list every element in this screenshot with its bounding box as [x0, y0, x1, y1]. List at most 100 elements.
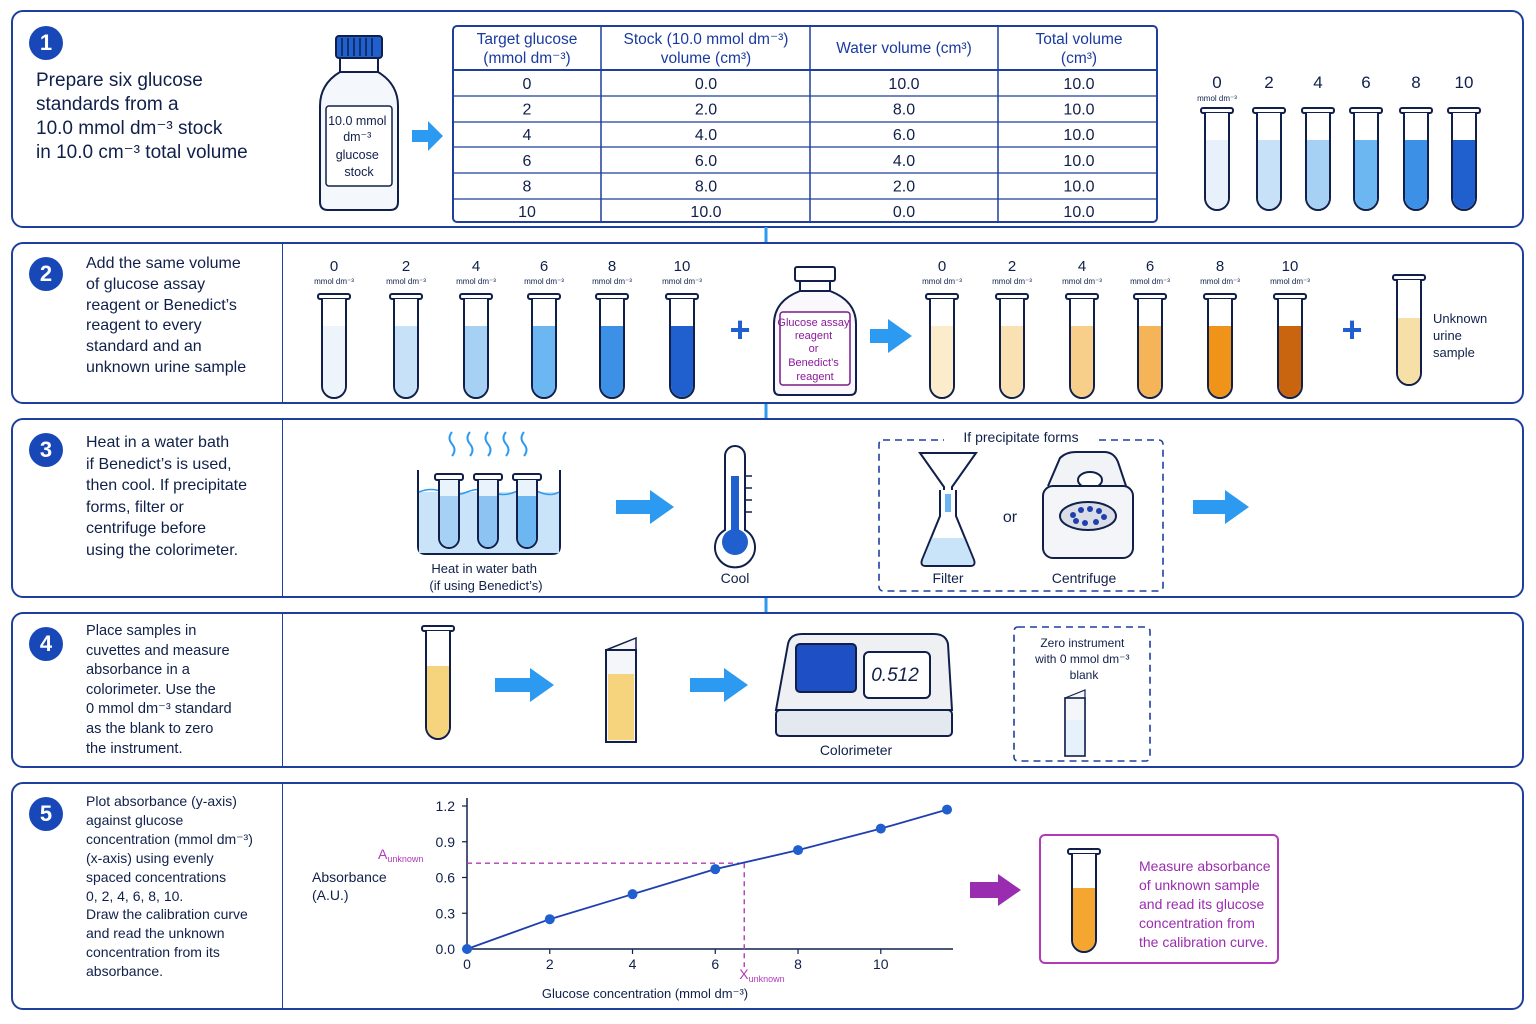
reacted-tube: [1273, 293, 1307, 399]
tube-concentration-label: 6: [540, 258, 548, 275]
centrifuge-icon: [1042, 451, 1134, 559]
table-cell: 8.0: [893, 102, 915, 119]
x-axis-label: Glucose concentration (mmol dm⁻³): [542, 986, 748, 1001]
tube-concentration-label: 8: [1216, 258, 1224, 275]
tube-concentration-label: 8: [1411, 73, 1420, 92]
plus-icon: +: [1341, 309, 1362, 350]
standard-tube: [1349, 107, 1383, 211]
standard-tube: [1399, 107, 1433, 211]
standard-tube: [389, 293, 423, 399]
x-tick-label: 10: [873, 956, 889, 972]
table-cell: 10.0: [1063, 178, 1094, 195]
table-cell: 6.0: [893, 127, 915, 144]
standard-tube: [317, 293, 351, 399]
svg-text:Zero instrument with 0 mmo: Zero instrument with 0 mmol dm⁻³ blank: [1034, 636, 1133, 682]
standard-tube: [665, 293, 699, 399]
data-point: [942, 804, 952, 815]
step-2-number: 2: [29, 257, 63, 291]
step-3-number: 3: [29, 433, 63, 467]
tube-unit-label: mmol dm⁻³: [524, 277, 564, 286]
data-point: [793, 845, 804, 856]
table-cell: 4.0: [695, 127, 717, 144]
step-1-text: Prepare six glucose standards from a 10.…: [36, 70, 248, 163]
tube-concentration-label: 6: [1146, 258, 1154, 275]
cuvette-icon: [605, 636, 637, 744]
cool-caption: Cool: [721, 570, 750, 586]
panel-divider: [282, 614, 283, 766]
step-4-number: 4: [29, 627, 63, 661]
tube-unit-label: mmol dm⁻³: [992, 277, 1032, 286]
data-point: [627, 889, 638, 900]
table-cell: 2.0: [893, 178, 915, 195]
tube-concentration-label: 0: [1212, 73, 1221, 92]
unknown-result-tube: [1067, 848, 1101, 953]
svg-text:10.0 mmol dm⁻³ glucose: 10.0 mmol dm⁻³ glucose stock: [328, 114, 390, 179]
tube-concentration-label: 4: [1078, 258, 1086, 275]
data-point: [544, 914, 555, 925]
unknown-label-line: urine: [1433, 328, 1462, 343]
dilution-table: Target glucose(mmol dm⁻³) Stock (10.0 mm…: [452, 25, 1158, 223]
tube-unit-label: mmol dm⁻³: [1130, 277, 1170, 286]
tube-concentration-label: 10: [674, 258, 691, 275]
step-5-number: 5: [29, 797, 63, 831]
tube-concentration-label: 4: [1313, 73, 1322, 92]
table-header-water: Water volume (cm³): [836, 40, 972, 57]
zero-caption-line: blank: [1070, 668, 1100, 682]
sample-tube: [421, 625, 455, 740]
tube-concentration-label: 8: [608, 258, 616, 275]
bath-caption-line: (if using Benedict’s): [429, 578, 542, 593]
panel-divider: [282, 420, 283, 596]
reacted-tube: [1065, 293, 1099, 399]
step-5-text: Plot absorbance (y-axis) against glucose…: [86, 793, 253, 980]
standard-tube: [459, 293, 493, 399]
svg-text:Heat in water bath (if usi: Heat in water bath (if using Benedict’s): [429, 561, 542, 593]
data-point: [875, 823, 886, 834]
table-cell: 10.0: [1063, 204, 1094, 221]
steam-icon: [448, 431, 528, 457]
zero-instrument-box: [1013, 626, 1151, 762]
y-tick-label: 0.6: [436, 870, 456, 886]
y-tick-label: 0.3: [436, 905, 456, 921]
zero-caption-line: with 0 mmol dm⁻³: [1034, 652, 1129, 666]
bottle-label-line: glucose: [336, 148, 379, 162]
stock-bottle: 10.0 mmol dm⁻³ glucose stock: [319, 35, 399, 211]
standard-tube: [1447, 107, 1481, 211]
tube-unit-label: mmol dm⁻³: [592, 277, 632, 286]
bath-caption-line: Heat in water bath: [431, 561, 537, 576]
reagent-label-line: or: [809, 343, 819, 355]
table-cell: 4: [523, 127, 532, 144]
precipitate-box-title: If precipitate forms: [963, 429, 1078, 445]
table-cell: 0: [523, 76, 532, 93]
step-3-text: Heat in a water bath if Benedict’s is us…: [86, 434, 247, 559]
standard-tube: [527, 293, 561, 399]
table-cell: 2.0: [695, 102, 717, 119]
filter-caption: Filter: [932, 570, 963, 586]
tube-concentration-label: 0: [938, 258, 946, 275]
unknown-label-line: sample: [1433, 345, 1475, 360]
step-4-panel: [11, 612, 1524, 768]
y-tick-label: 0.9: [436, 834, 456, 850]
svg-text:Unknown urine sample: Unknown urine sample: [1433, 311, 1491, 360]
y-tick-label: 1.2: [436, 798, 456, 814]
reagent-label-line: Glucose assay: [777, 317, 850, 329]
water-bath-icon: [417, 470, 561, 555]
tube-unit-label: mmol dm⁻³: [662, 277, 702, 286]
data-point: [462, 944, 472, 954]
tube-unit-label: mmol dm⁻³: [1270, 277, 1310, 286]
filter-funnel-icon: [918, 452, 978, 567]
x-tick-label: 8: [794, 956, 802, 972]
table-cell: 10.0: [888, 76, 919, 93]
unknown-concentration-label: Xunknown: [739, 966, 784, 984]
bottle-label-line: dm⁻³: [343, 130, 371, 144]
reagent-bottle: Glucose assay reagent or Benedict’s reag…: [773, 266, 857, 396]
x-tick-label: 0: [463, 956, 471, 972]
tube-concentration-label: 6: [1361, 73, 1370, 92]
standard-tube: [595, 293, 629, 399]
tube-concentration-label: 2: [1264, 73, 1273, 92]
step-1-number: 1: [29, 26, 63, 60]
reagent-label-line: reagent: [795, 330, 832, 342]
table-cell: 10.0: [1063, 127, 1094, 144]
